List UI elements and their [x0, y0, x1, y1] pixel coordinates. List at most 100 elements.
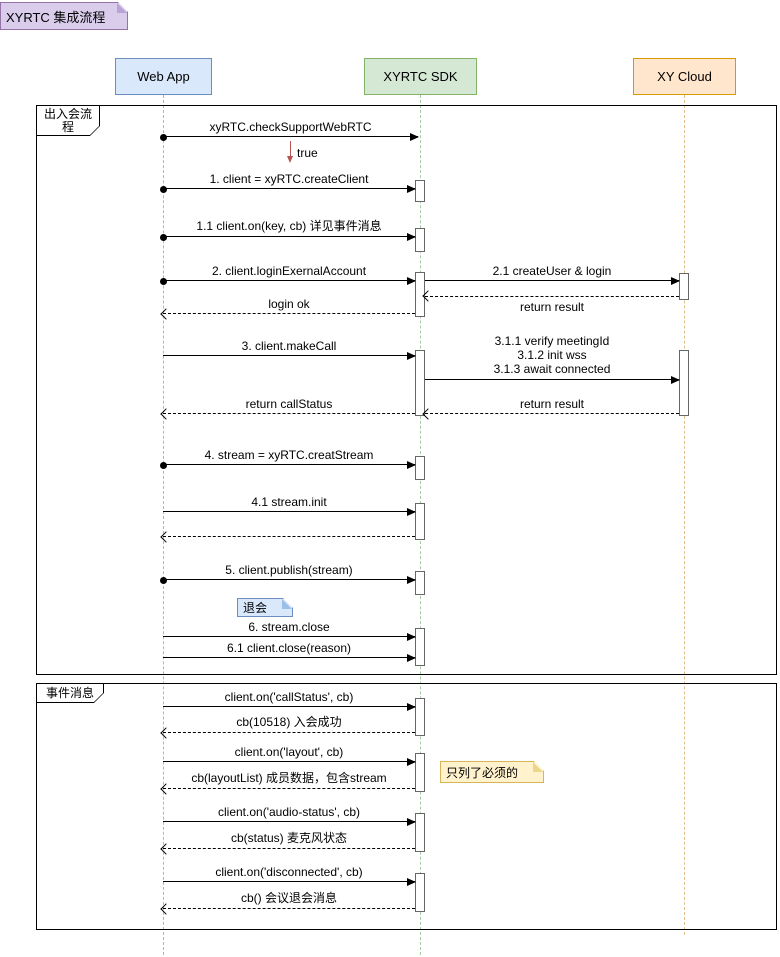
origin-dot-icon — [160, 134, 167, 141]
arrowhead-right-icon — [407, 633, 416, 641]
message-label: 3.1.2 init wss — [517, 348, 587, 362]
activation-create-user-cloud — [679, 273, 689, 300]
participant-xy-cloud: XY Cloud — [633, 58, 736, 95]
message-label: return result — [519, 397, 585, 411]
leave-note: 退会 — [237, 598, 293, 617]
activation-make-call — [415, 350, 425, 416]
message-line — [163, 188, 415, 189]
frame-event-messages-label: 事件消息 — [45, 685, 94, 700]
arrowhead-right-icon — [407, 878, 416, 886]
message-create-user: 2.1 createUser & login — [425, 264, 680, 285]
message-label: client.on('disconnected', cb) — [215, 865, 363, 879]
message-return-result-call: return result — [422, 397, 679, 420]
message-line — [163, 908, 415, 909]
message-line — [163, 821, 415, 822]
activation-close — [415, 628, 425, 666]
message-label: xyRTC.checkSupportWebRTC — [209, 120, 372, 134]
participant-webapp: Web App — [115, 58, 212, 95]
message-label: 2.1 createUser & login — [492, 264, 612, 278]
arrowhead-right-icon — [671, 376, 680, 384]
message-label: 3.1.3 await connected — [493, 362, 611, 376]
frame-meeting-flow: 出入会流程 — [36, 105, 777, 675]
only-required-note: 只列了必须的 — [440, 761, 544, 783]
message-line — [163, 848, 415, 849]
message-line — [425, 413, 679, 414]
message-stream-init: 4.1 stream.init — [163, 495, 416, 516]
message-on-audio-status: client.on('audio-status', cb) — [163, 805, 416, 826]
arrowhead-right-icon — [407, 233, 416, 241]
frame-tab-shape — [36, 105, 100, 136]
message-line — [425, 296, 679, 297]
frame-event-messages: 事件消息 — [36, 683, 777, 930]
message-label: 6. stream.close — [248, 620, 330, 634]
participant-xy-cloud-label: XY Cloud — [657, 69, 712, 84]
message-label: 1.1 client.on(key, cb) 详见事件消息 — [196, 219, 382, 233]
message-line — [163, 636, 415, 637]
message-on-layout: client.on('layout', cb) — [163, 745, 416, 766]
message-line — [163, 355, 415, 356]
message-label: 3. client.makeCall — [241, 339, 337, 353]
message-label: 4. stream = xyRTC.creatStream — [204, 448, 374, 462]
message-create-client: 1. client = xyRTC.createClient — [160, 172, 416, 193]
note-fold-icon — [282, 599, 292, 609]
origin-dot-icon — [160, 234, 167, 241]
message-label: client.on('callStatus', cb) — [224, 690, 354, 704]
arrowhead-right-icon — [407, 352, 416, 360]
frame-tab-shape — [36, 683, 104, 703]
message-label: login ok — [268, 297, 310, 311]
message-return-call-status: return callStatus — [160, 397, 415, 420]
message-line — [163, 413, 415, 414]
leave-note-label: 退会 — [243, 601, 268, 615]
message-make-call: 3. client.makeCall — [163, 339, 416, 360]
message-line — [163, 511, 415, 512]
message-line — [163, 579, 415, 580]
frame-meeting-flow-tab: 出入会流程 — [36, 105, 100, 136]
message-cb-disconnected: cb() 会议退会消息 — [160, 891, 415, 915]
true-return-label: true — [297, 146, 318, 160]
message-line — [163, 236, 415, 237]
message-line — [163, 761, 415, 762]
message-on-disconnected: client.on('disconnected', cb) — [163, 865, 416, 886]
message-label: cb(status) 麦克风状态 — [230, 831, 348, 845]
arrowhead-right-icon — [407, 703, 416, 711]
message-client-close: 6.1 client.close(reason) — [163, 641, 416, 662]
origin-dot-icon — [160, 577, 167, 584]
message-label: return result — [519, 300, 585, 314]
origin-dot-icon — [160, 186, 167, 193]
message-line — [163, 313, 415, 314]
note-fold-icon — [117, 3, 127, 13]
message-label: cb(10518) 入会成功 — [236, 715, 342, 729]
message-publish: 5. client.publish(stream) — [160, 563, 416, 584]
arrowhead-right-icon — [407, 654, 416, 662]
message-line — [163, 464, 415, 465]
make-call-sublabels: 3.1.1 verify meetingId 3.1.2 init wss 3.… — [430, 334, 674, 376]
activation-create-client — [415, 180, 425, 202]
only-required-note-label: 只列了必须的 — [446, 765, 519, 780]
arrowhead-right-icon — [407, 576, 416, 584]
message-client-on: 1.1 client.on(key, cb) 详见事件消息 — [160, 219, 416, 241]
message-stream-close: 6. stream.close — [163, 620, 416, 641]
activation-make-call-cloud — [679, 350, 689, 416]
message-on-call-status: client.on('callStatus', cb) — [163, 690, 416, 711]
activation-create-stream — [415, 456, 425, 480]
participant-webapp-label: Web App — [137, 69, 190, 84]
true-return-arrow-icon — [287, 141, 293, 163]
activation-layout — [415, 753, 425, 792]
activation-publish — [415, 571, 425, 595]
arrowhead-right-icon — [407, 758, 416, 766]
message-line — [163, 136, 418, 137]
origin-dot-icon — [160, 278, 167, 285]
message-label: 6.1 client.close(reason) — [226, 641, 352, 655]
message-line — [163, 280, 415, 281]
diagram-title-label: XYRTC 集成流程 — [6, 9, 106, 25]
message-stream-init-return — [160, 520, 415, 543]
activation-call-status — [415, 698, 425, 736]
message-label: 3.1.1 verify meetingId — [494, 334, 610, 348]
origin-dot-icon — [160, 462, 167, 469]
message-line — [163, 706, 415, 707]
activation-client-on — [415, 228, 425, 252]
message-sdk-cloud-call — [425, 363, 680, 384]
message-line — [163, 732, 415, 733]
message-line — [425, 379, 679, 380]
